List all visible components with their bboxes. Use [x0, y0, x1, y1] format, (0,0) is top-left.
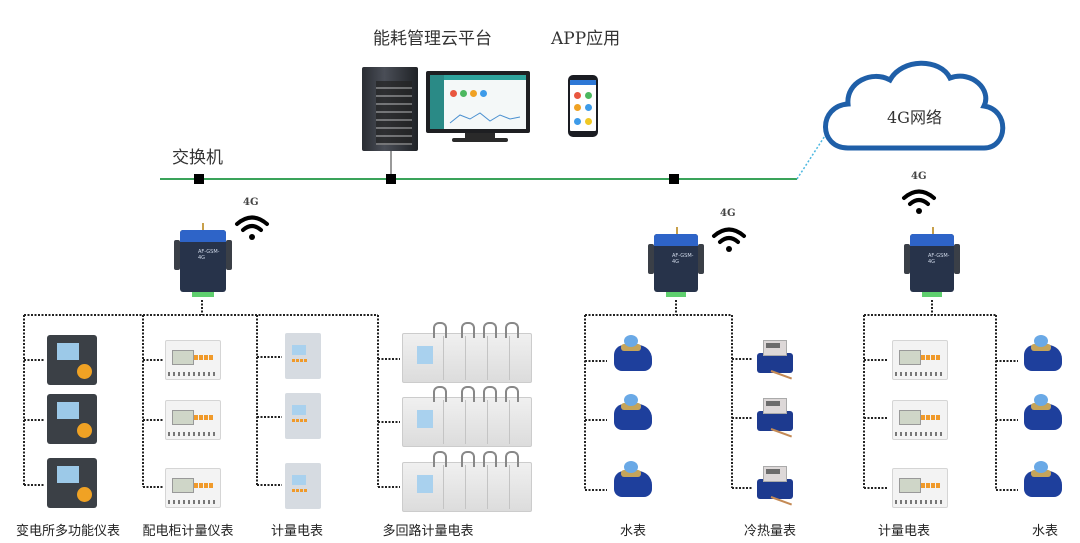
- heat-meter: [757, 466, 797, 506]
- wireless-label: 4G: [720, 208, 736, 219]
- monitor-base: [452, 138, 508, 142]
- middle-cluster-bus: [584, 300, 752, 491]
- gateway-model: AF-GSM-4G: [198, 249, 220, 261]
- group-label: 计量电表: [270, 524, 323, 539]
- group-label: 多回路计量电表: [382, 524, 474, 539]
- kwh-meter: [285, 463, 321, 509]
- switch-port-node: [386, 174, 396, 184]
- cloud-icon: [823, 60, 1006, 151]
- wifi-icon: [712, 227, 746, 252]
- din-rail-meter: [165, 340, 221, 380]
- din-rail-meter: [165, 468, 221, 508]
- smartphone-app-icon: [568, 75, 598, 137]
- water-meter: [612, 335, 656, 379]
- gateway-model: AF-GSM-4G: [672, 253, 694, 265]
- water-meter: [1022, 461, 1066, 505]
- water-meter: [1022, 394, 1066, 438]
- wireless-label: 4G: [911, 171, 927, 182]
- kwh-meter: [285, 393, 321, 439]
- group-label: 配电柜计量仪表: [142, 524, 234, 539]
- wifi-icon: [235, 215, 269, 240]
- water-meter: [612, 461, 656, 505]
- din-rail-meter: [892, 400, 948, 440]
- multi-circuit-meter: [402, 322, 532, 383]
- din-rail-meter: [892, 340, 948, 380]
- right-cluster-bus: [863, 300, 1018, 491]
- group-label: 冷热量表: [743, 524, 796, 539]
- heat-meter: [757, 340, 797, 380]
- multi-circuit-meter: [402, 386, 532, 447]
- left-cluster-bus: [23, 300, 400, 488]
- group-label: 计量电表: [877, 524, 930, 539]
- group-label: 水表: [619, 524, 646, 539]
- cloud-label: 4G网络: [887, 108, 942, 127]
- water-meter: [612, 394, 656, 438]
- 4g-gateway: AF-GSM-4G: [648, 227, 704, 297]
- heat-meter: [757, 398, 797, 438]
- group-label: 变电所多功能仪表: [15, 524, 120, 539]
- switch-label: 交换机: [172, 148, 223, 168]
- monitor-icon: [426, 71, 530, 133]
- switch-port-node: [194, 174, 204, 184]
- multi-circuit-meter: [402, 451, 532, 512]
- group-label: 水表: [1031, 524, 1058, 539]
- multifunction-meter: [47, 458, 97, 508]
- din-rail-meter: [892, 468, 948, 508]
- app-title: APP应用: [551, 29, 621, 49]
- gateway-model: AF-GSM-4G: [928, 253, 950, 265]
- din-rail-meter: [165, 400, 221, 440]
- platform-title: 能耗管理云平台: [373, 29, 492, 49]
- 4g-gateway: AF-GSM-4G: [904, 227, 960, 297]
- server-icon: [362, 67, 418, 151]
- monitor-stand: [465, 133, 495, 138]
- 4g-gateway: AF-GSM-4G: [174, 223, 232, 297]
- wifi-icon: [902, 189, 936, 214]
- multifunction-meter: [47, 394, 97, 444]
- switch-port-node: [669, 174, 679, 184]
- multifunction-meter: [47, 335, 97, 385]
- water-meter: [1022, 335, 1066, 379]
- wireless-label: 4G: [243, 197, 259, 208]
- kwh-meter: [285, 333, 321, 379]
